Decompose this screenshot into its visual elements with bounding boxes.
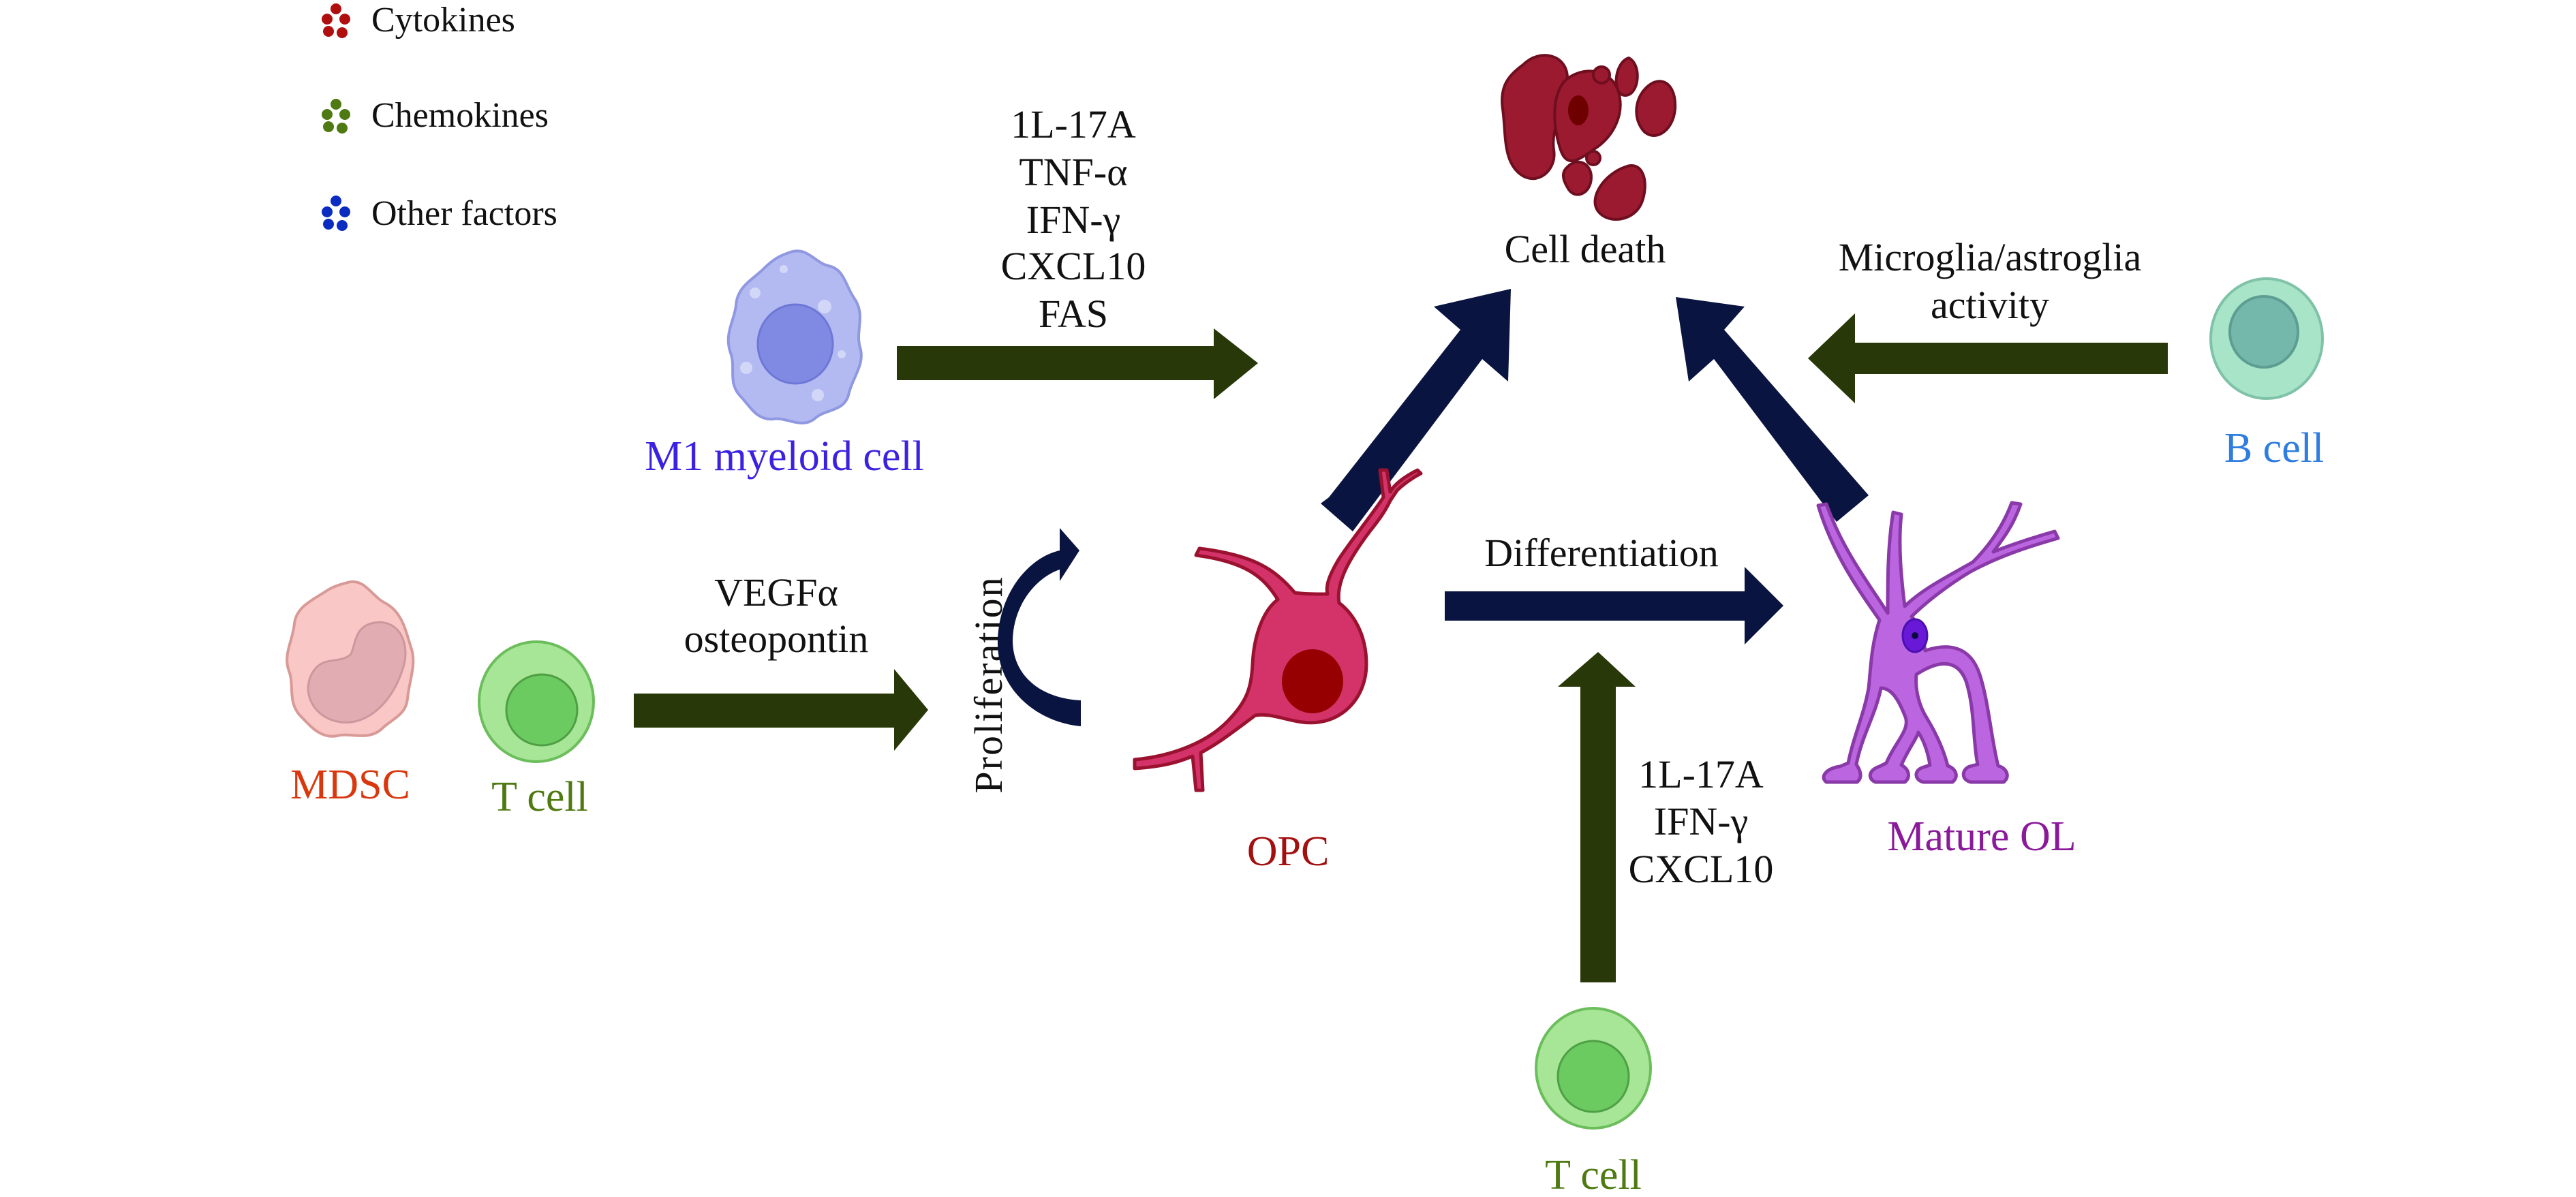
tcell-to-differentiation-arrow bbox=[1558, 652, 1636, 982]
other-factors-dots-icon bbox=[322, 196, 350, 231]
vegf-factors-list: VEGFα osteopontin bbox=[684, 570, 869, 661]
mdsc-label: MDSC bbox=[290, 762, 410, 808]
factor-label: TNF-α bbox=[1019, 150, 1127, 194]
cell-death-icon bbox=[1501, 54, 1677, 221]
m1-myeloid-cell-label: M1 myeloid cell bbox=[645, 433, 924, 480]
legend-label: Cytokines bbox=[371, 1, 515, 40]
microglia-label-line: activity bbox=[1931, 283, 2049, 327]
microglia-astroglia-label: Microglia/astroglia activity bbox=[1839, 235, 2142, 327]
mdsc-icon bbox=[286, 580, 415, 738]
proliferation-curved-arrow bbox=[997, 528, 1081, 726]
t-cell-bottom-label: T cell bbox=[1545, 1152, 1642, 1197]
factor-label: CXCL10 bbox=[1629, 847, 1774, 891]
legend-item-cytokines: Cytokines bbox=[322, 1, 515, 40]
tcell-factors-list: 1L-17A IFN-γ CXCL10 bbox=[1629, 752, 1774, 891]
b-cell-label: B cell bbox=[2224, 425, 2324, 471]
m1-factors-list: 1L-17A TNF-α IFN-γ CXCL10 FAS bbox=[1001, 102, 1146, 336]
factor-label: 1L-17A bbox=[1638, 752, 1764, 796]
legend-label: Chemokines bbox=[371, 96, 549, 135]
microglia-label-line: Microglia/astroglia bbox=[1839, 235, 2142, 279]
differentiation-arrow bbox=[1445, 567, 1783, 644]
t-cell-bottom-icon bbox=[1535, 1007, 1652, 1130]
opc-label: OPC bbox=[1247, 828, 1330, 875]
factor-label: CXCL10 bbox=[1001, 244, 1146, 288]
ol-to-death-arrow bbox=[1676, 297, 1869, 522]
cytokines-dots-icon bbox=[322, 3, 350, 38]
legend-item-other-factors: Other factors bbox=[322, 194, 557, 233]
opc-to-death-arrow bbox=[1321, 289, 1511, 531]
vegf-to-opc-arrow bbox=[634, 669, 928, 751]
legend: Cytokines Chemokines Other factors bbox=[322, 1, 557, 233]
bcell-to-death-arrow bbox=[1808, 313, 2168, 403]
legend-item-chemokines: Chemokines bbox=[322, 96, 549, 135]
factor-label: IFN-γ bbox=[1026, 198, 1120, 242]
factor-label: IFN-γ bbox=[1654, 799, 1748, 843]
m1-to-death-arrow bbox=[897, 328, 1258, 399]
factor-label: VEGFα bbox=[714, 570, 838, 615]
differentiation-label: Differentiation bbox=[1484, 531, 1719, 575]
cell-death-label: Cell death bbox=[1505, 227, 1666, 271]
m1-myeloid-cell-icon bbox=[726, 249, 863, 424]
factor-label: FAS bbox=[1039, 292, 1108, 336]
opc-icon bbox=[1133, 468, 1423, 792]
factor-label: 1L-17A bbox=[1011, 102, 1136, 146]
b-cell-icon bbox=[2209, 277, 2324, 400]
t-cell-left-label: T cell bbox=[491, 774, 588, 820]
legend-label: Other factors bbox=[371, 194, 557, 233]
factor-label: osteopontin bbox=[684, 617, 869, 661]
mature-ol-icon bbox=[1816, 501, 2060, 784]
chemokines-dots-icon bbox=[322, 99, 350, 134]
t-cell-left-icon bbox=[478, 640, 595, 763]
mature-ol-label: Mature OL bbox=[1887, 813, 2076, 860]
